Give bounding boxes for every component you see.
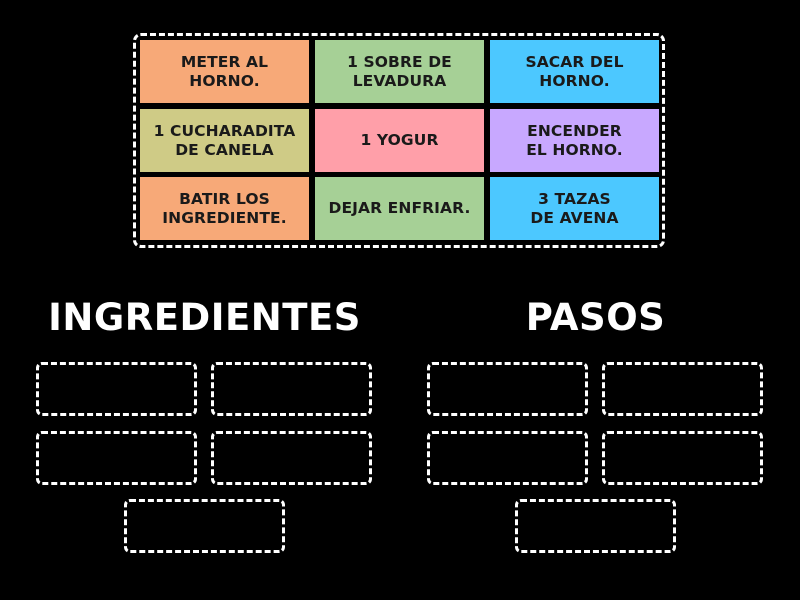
dropzone-ingredientes-3[interactable] [36,431,197,485]
dropzone-ingredientes-5[interactable] [124,499,285,553]
tile-dejar-enfriar[interactable]: DEJAR ENFRIAR. [315,177,484,240]
dropzone-pasos-3[interactable] [427,431,588,485]
group-title-pasos: PASOS [525,296,666,339]
dropzone-ingredientes-1[interactable] [36,362,197,416]
tile-sobre-levadura[interactable]: 1 SOBRE DE LEVADURA [315,40,484,103]
tile-tazas-avena[interactable]: 3 TAZAS DE AVENA [490,177,659,240]
tile-yogur[interactable]: 1 YOGUR [315,109,484,172]
dropzone-pasos-5[interactable] [515,499,676,553]
dropzone-ingredientes-4[interactable] [211,431,372,485]
tile-sacar-del-horno[interactable]: SACAR DEL HORNO. [490,40,659,103]
dropzone-ingredientes-2[interactable] [211,362,372,416]
tile-meter-al-horno[interactable]: METER AL HORNO. [140,40,309,103]
tile-encender-horno[interactable]: ENCENDER EL HORNO. [490,109,659,172]
dropzone-pasos-2[interactable] [602,362,763,416]
tile-batir-ingredientes[interactable]: BATIR LOS INGREDIENTE. [140,177,309,240]
dropzone-pasos-1[interactable] [427,362,588,416]
group-title-ingredientes: INGREDIENTES [48,296,361,339]
tile-cucharadita-canela[interactable]: 1 CUCHARADITA DE CANELA [140,109,309,172]
tile-tray [133,33,665,248]
dropzone-pasos-4[interactable] [602,431,763,485]
